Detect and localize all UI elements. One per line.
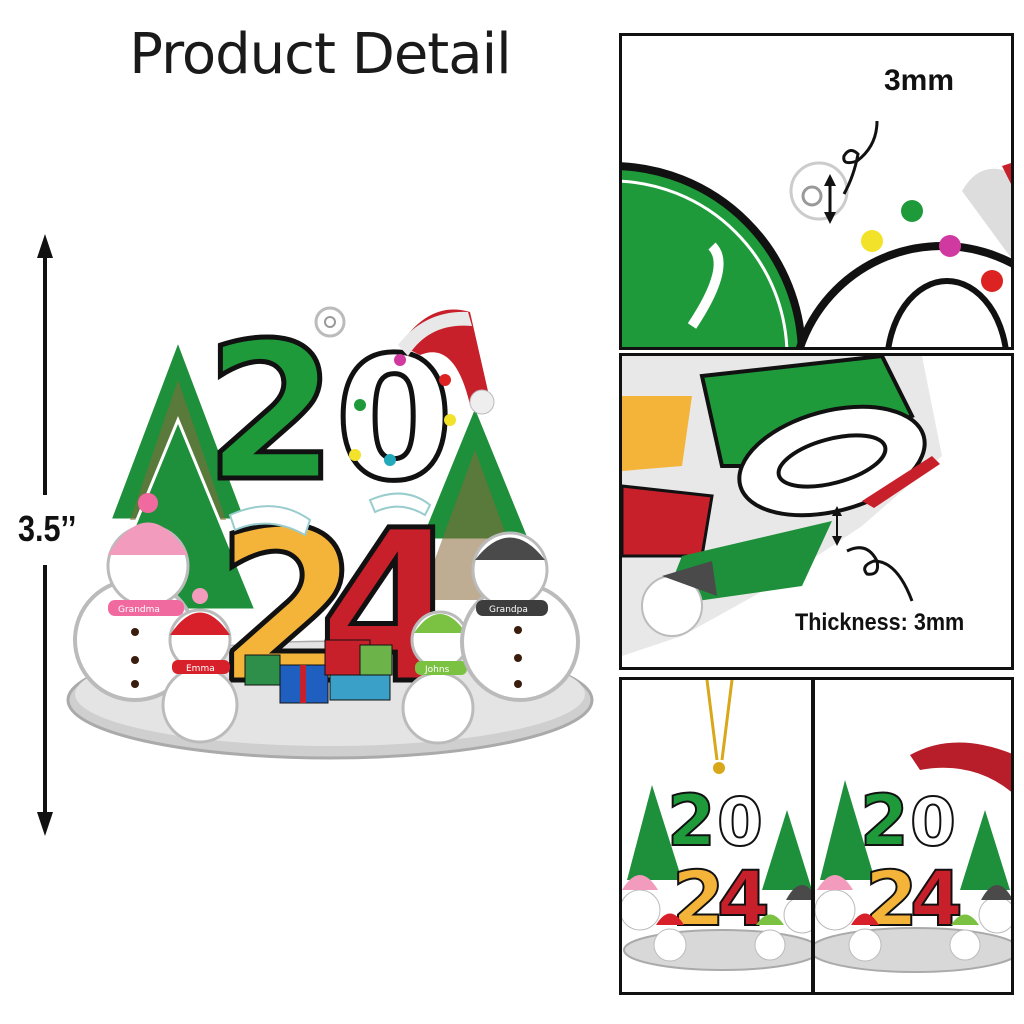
- digit-2-top: 2: [205, 302, 337, 523]
- svg-text:2: 2: [860, 780, 909, 862]
- svg-text:4: 4: [717, 854, 770, 943]
- ornament-main-image: 2 0 2 4 Grandma Emma Johns: [66, 300, 594, 760]
- ornament-with-red-ribbon-image: 2 0 2 4: [815, 742, 1011, 973]
- svg-text:0: 0: [910, 784, 956, 861]
- svg-text:Grandma: Grandma: [118, 605, 160, 615]
- snowman-grandpa: Grandpa: [460, 531, 580, 702]
- svg-text:2: 2: [672, 854, 725, 943]
- snowman-emma: Emma: [161, 588, 239, 744]
- svg-text:Emma: Emma: [186, 664, 215, 674]
- page-title: Product Detail: [129, 22, 511, 87]
- curly-pointer-icon: [846, 546, 914, 602]
- svg-text:Grandpa: Grandpa: [489, 605, 528, 615]
- hole-thickness-label: 3mm: [884, 64, 955, 97]
- digit-0: 0: [335, 321, 453, 519]
- svg-text:Johns: Johns: [424, 665, 450, 675]
- height-dimension-arrow: [37, 234, 53, 836]
- side-view-image: [622, 356, 942, 656]
- thickness-arrow-icon: [832, 506, 842, 546]
- svg-text:4: 4: [910, 854, 963, 943]
- svg-text:0: 0: [717, 784, 763, 861]
- thickness-arrow-icon: [824, 174, 836, 224]
- thickness-label: Thickness: 3mm: [795, 609, 965, 636]
- variant-panel-gold-string[interactable]: 2 0 2 4: [619, 677, 814, 995]
- detail-panel-hole: 3mm: [619, 33, 1014, 350]
- ornament-with-gold-string-image: 2 0 2 4: [622, 680, 811, 971]
- variant-panel-red-ribbon[interactable]: 2 0 2 4: [812, 677, 1014, 995]
- detail-panel-thickness: Thickness: 3mm: [619, 353, 1014, 670]
- height-label: 3.5’’: [18, 508, 77, 549]
- svg-text:2: 2: [865, 854, 918, 943]
- snowman-johns: Johns: [401, 610, 475, 745]
- svg-text:2: 2: [667, 780, 716, 862]
- hole-closeup-image: [622, 120, 1011, 347]
- snowman-grandma: Grandma: [73, 493, 197, 702]
- curly-pointer-icon: [842, 120, 879, 195]
